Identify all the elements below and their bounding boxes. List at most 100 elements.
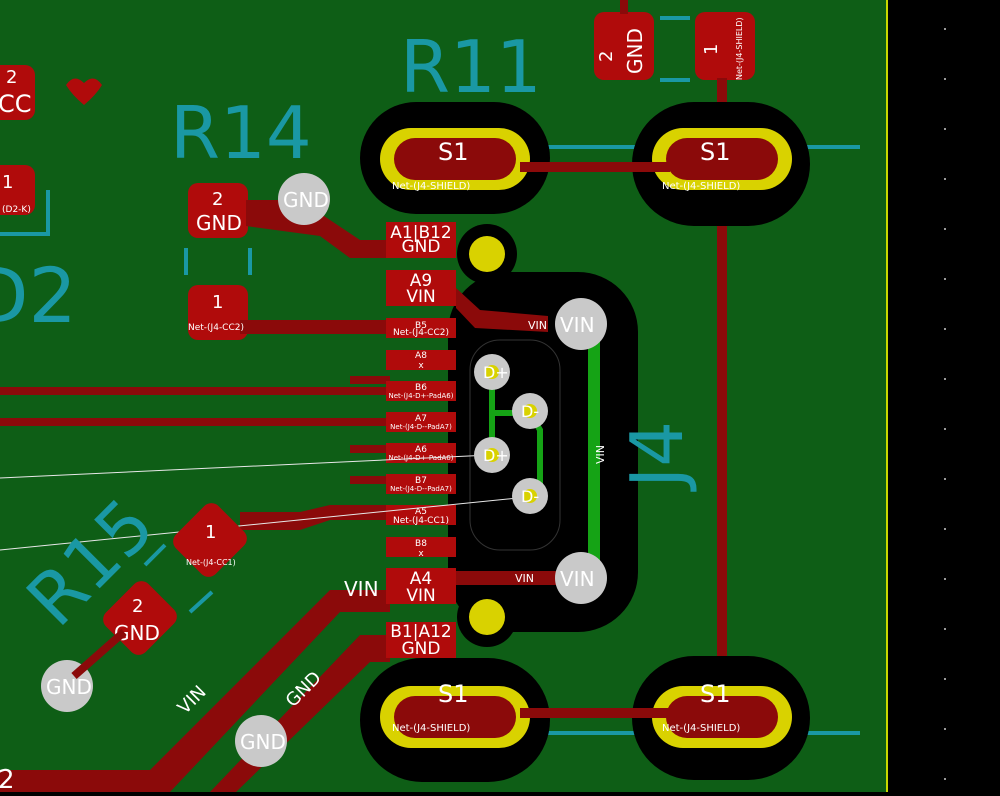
shield-pad-bottom-left[interactable]: [360, 658, 550, 782]
trace-r15-gnd[interactable]: [71, 628, 127, 680]
r15-silk-a: [143, 543, 167, 567]
r14-pad-2[interactable]: [188, 183, 248, 238]
trace-a6-stub: [350, 445, 390, 453]
shield-bottom-link-trace: [520, 708, 670, 718]
j4-pin-name: A9: [410, 271, 432, 291]
j4-pin-net: x: [418, 549, 424, 559]
grid-dot: [944, 178, 946, 180]
r11-pad1-net: Net-(J4-SHIELD): [735, 17, 744, 80]
via-dp-lower[interactable]: D+: [474, 437, 510, 473]
j4-pin-name: A5: [415, 507, 427, 517]
grid-dot: [944, 228, 946, 230]
edge-pad-number: 2: [0, 765, 15, 792]
j4-pad-b7[interactable]: [386, 474, 456, 494]
grid-dot: [944, 728, 946, 730]
via-gnd-label: GND: [283, 188, 329, 212]
r11-pad2-number: 2: [596, 51, 617, 62]
grid-dot: [944, 78, 946, 80]
ratsnest-line-a: [0, 454, 491, 479]
r14-pad2-net: GND: [196, 211, 242, 235]
j4-pad-a7[interactable]: [386, 412, 456, 432]
via-dm-upper[interactable]: D-: [512, 393, 548, 429]
j4-pin-net: Net-(J4-D+-PadA6): [389, 392, 454, 400]
j4-pad-a1b12[interactable]: [386, 222, 456, 258]
trace-cc2[interactable]: [240, 320, 390, 334]
via-dm-label: D-: [521, 402, 539, 421]
d2-pad1-net: (D2-K): [2, 205, 31, 215]
j4-pin-name: B7: [415, 476, 427, 486]
grid-dot: [944, 328, 946, 330]
via-gnd-bottom[interactable]: GND: [235, 715, 287, 767]
j4-pad-a5[interactable]: [386, 505, 456, 525]
j4-pin-net: Net-(J4-CC2): [393, 328, 449, 338]
grid-dot: [944, 678, 946, 680]
grid-dot: [944, 528, 946, 530]
j4-pad-b5[interactable]: [386, 318, 456, 338]
shield-pad-bottom-right[interactable]: [632, 656, 810, 780]
j4-pin-net: Net-(J4-CC1): [393, 516, 449, 526]
j4-pad-b1a12[interactable]: [386, 622, 456, 658]
j4-refdes: J4: [615, 421, 699, 492]
via-vin-top[interactable]: VIN: [555, 298, 607, 350]
vin-bottom-trace[interactable]: [588, 336, 600, 568]
grid-dot: [944, 628, 946, 630]
via-dp-upper[interactable]: D+: [474, 354, 510, 390]
j4-pad-b8[interactable]: [386, 537, 456, 557]
via-dm-lower[interactable]: D-: [512, 478, 548, 514]
r15-pad2-number: 2: [132, 596, 143, 617]
trace-gnd-main[interactable]: [40, 635, 390, 792]
grid-dot: [944, 778, 946, 780]
r14-pad-1[interactable]: [188, 285, 248, 340]
grid-dot: [944, 428, 946, 430]
via-gnd-label: GND: [46, 675, 92, 699]
trace-dp-b6[interactable]: [0, 387, 390, 395]
via-vin-label: VIN: [560, 313, 595, 337]
r11-refdes: R11: [400, 25, 542, 109]
r15-pad1-net: Net-(J4-CC1): [186, 558, 236, 567]
shield-tl-net: Net-(J4-SHIELD): [392, 181, 470, 192]
r11-pad-1[interactable]: [695, 12, 755, 80]
j4-pad-a4[interactable]: [386, 568, 456, 604]
d2-pad1-number: 1: [2, 172, 13, 193]
trace-gnd-r14[interactable]: [246, 200, 390, 258]
via-vin-label: VIN: [560, 567, 595, 591]
r15-pad-1[interactable]: [169, 499, 251, 581]
r11-pad-2[interactable]: [594, 12, 654, 80]
via-gnd-label: GND: [240, 730, 286, 754]
trace-vin-a4[interactable]: [456, 571, 556, 585]
j4-mount-hole-bottom[interactable]: [469, 599, 505, 635]
j4-pin-net: VIN: [406, 586, 435, 606]
trace-label-vin-vertical: VIN: [594, 445, 607, 464]
j4-mount-hole-top[interactable]: [469, 236, 505, 272]
d2-pad2-net: CC: [0, 90, 32, 118]
trace-vin-main[interactable]: [0, 590, 390, 792]
trace-vin-a9[interactable]: [456, 288, 548, 332]
j4-pin-net: GND: [402, 639, 441, 659]
r11-pad2-trace: [620, 0, 628, 14]
trace-dm-a7[interactable]: [0, 418, 390, 426]
j4-pad-a9[interactable]: [386, 270, 456, 306]
j4-pin-pads: [386, 222, 456, 658]
j4-pin-net: Net-(J4-D--PadA7): [390, 423, 452, 431]
j4-pin-name: A7: [415, 414, 427, 424]
d2-refdes: D2: [0, 251, 77, 340]
grid-dot: [944, 278, 946, 280]
trace-b7-stub: [350, 476, 390, 484]
d2-pad-1[interactable]: [0, 165, 35, 215]
j4-pin-net: GND: [402, 237, 441, 257]
shield-pad-top-left[interactable]: [360, 102, 550, 214]
off-board-area: [887, 0, 1000, 792]
j4-pad-a6[interactable]: [386, 443, 456, 463]
r14-pad1-net: Net-(J4-CC2): [188, 323, 244, 333]
via-vin-bottom[interactable]: VIN: [555, 552, 607, 604]
shield-vertical-trace[interactable]: [717, 78, 727, 698]
trace-cc1[interactable]: [240, 505, 390, 530]
shield-pad-top-right[interactable]: [632, 102, 810, 226]
j4-pin-name: B6: [415, 383, 427, 393]
j4-pad-b6[interactable]: [386, 381, 456, 401]
d2-pad-2[interactable]: [0, 65, 35, 120]
j4-pad-a8[interactable]: [386, 350, 456, 370]
via-gnd-r14[interactable]: GND: [278, 173, 330, 225]
